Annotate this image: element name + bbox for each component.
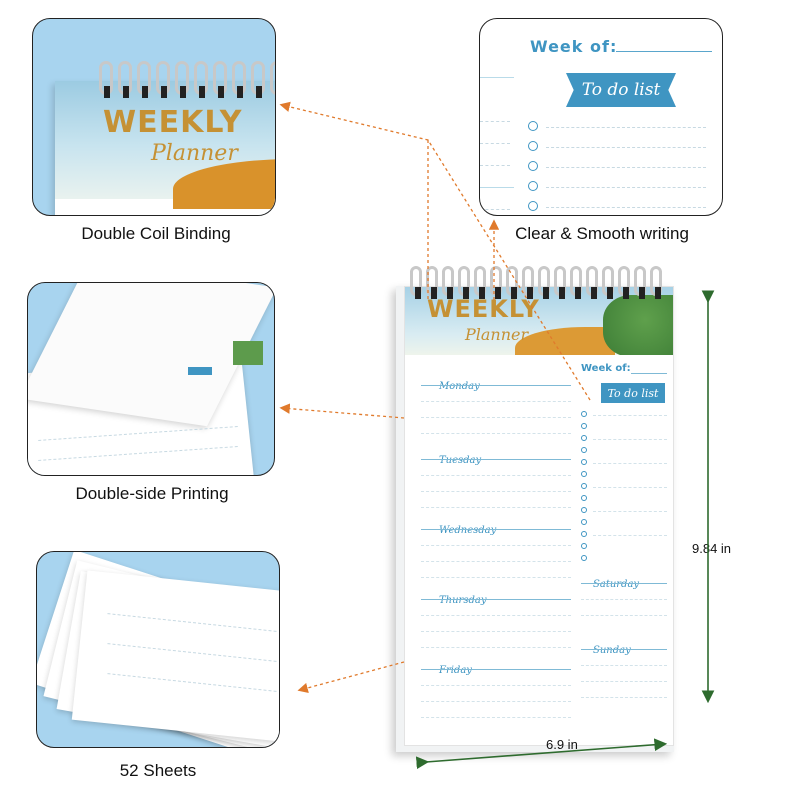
page-header-thumb — [233, 341, 263, 365]
planner-subtitle: Planner — [151, 141, 238, 166]
checkbox-circle-icon — [528, 181, 538, 191]
day-thursday: Thursday — [439, 595, 487, 606]
planner-title: WEEKLY — [103, 105, 243, 140]
sheets-panel — [36, 551, 280, 748]
printing-caption: Double-side Printing — [75, 484, 229, 503]
week-of-label: Week of: — [530, 37, 618, 56]
arrow-sheets-icon — [297, 661, 405, 693]
writing-panel: Week of: To do list — [479, 18, 723, 216]
day-tuesday: Tuesday — [439, 455, 482, 466]
sheets-caption: 52 Sheets — [119, 761, 197, 780]
todo-banner-thumb — [188, 367, 212, 375]
arrow-coil-icon — [279, 101, 591, 401]
day-wednesday: Wednesday — [439, 525, 497, 536]
checkbox-circle-icon — [528, 201, 538, 211]
coil-rings — [99, 61, 275, 98]
day-saturday: Saturday — [593, 579, 640, 590]
width-dimension-line — [415, 738, 668, 770]
checkbox-circle-icon — [528, 141, 538, 151]
writing-caption: Clear & Smooth writing — [515, 224, 689, 243]
day-monday: Monday — [439, 381, 480, 392]
trees-illustration — [603, 295, 673, 355]
coil-binding-panel: WEEKLY Planner — [32, 18, 276, 216]
todo-banner: To do list — [566, 73, 676, 107]
planner-pad: WEEKLY Planner Week of: To do list Monda… — [404, 286, 674, 746]
planner-closeup: WEEKLY Planner — [55, 81, 275, 215]
day-friday: Friday — [439, 665, 472, 676]
planner-todo-banner: To do list — [601, 383, 665, 403]
arrow-printing-icon — [279, 403, 405, 419]
planner-main-subtitle: Planner — [465, 325, 529, 344]
checkbox-circle-icon — [528, 161, 538, 171]
planner-main-title: WEEKLY — [427, 295, 540, 323]
coil-caption: Double Coil Binding — [81, 224, 231, 243]
day-sunday: Sunday — [593, 645, 631, 656]
planner-week-label: Week of: — [581, 363, 631, 374]
planner-coil-rings — [410, 266, 666, 299]
week-of-line — [616, 51, 712, 52]
double-side-panel — [27, 282, 275, 476]
checkbox-circle-icon — [528, 121, 538, 131]
